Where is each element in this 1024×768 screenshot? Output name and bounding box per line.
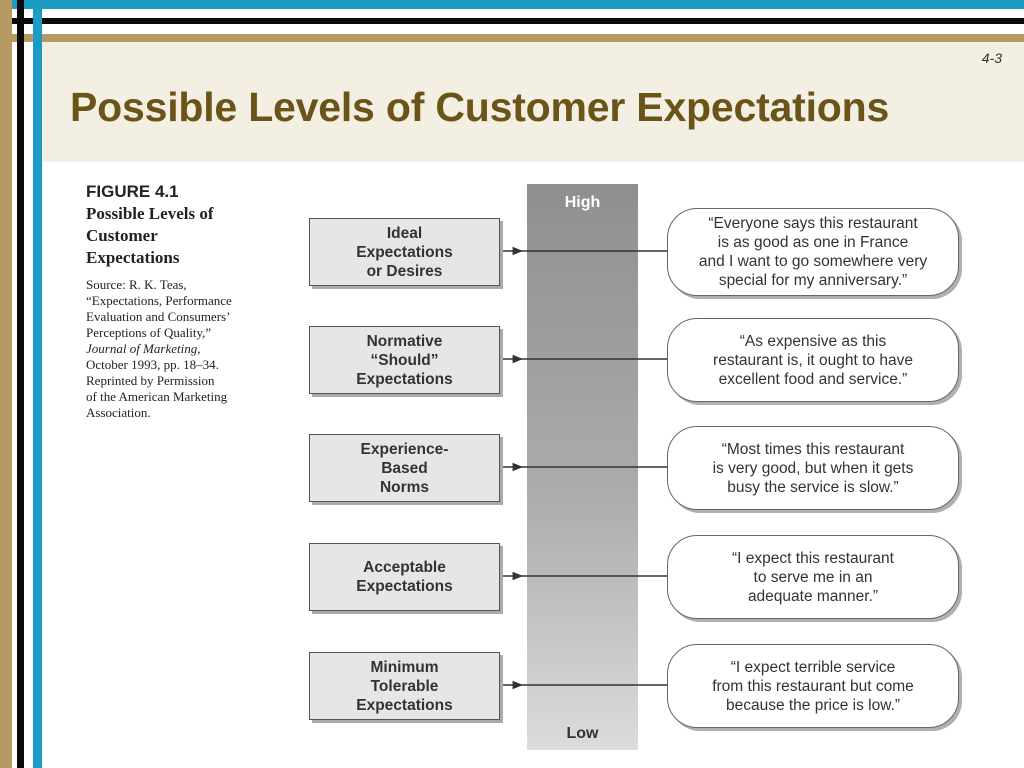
level-box-normative: Normative “Should” Expectations bbox=[309, 326, 500, 394]
scale-low-label: Low bbox=[566, 725, 599, 742]
frame-left-black-stripe bbox=[17, 0, 24, 768]
figure-label: FIGURE 4.1 bbox=[86, 182, 179, 201]
level-name-line: Minimum bbox=[370, 658, 439, 676]
expectation-scale-bar bbox=[527, 184, 638, 750]
quote-line: “I expect terrible service bbox=[730, 658, 896, 676]
quote-bubble-experience-based: “Most times this restaurant is very good… bbox=[667, 426, 959, 510]
quote-line: to serve me in an bbox=[753, 568, 873, 586]
figure-title-line: Expectations bbox=[86, 248, 180, 267]
figure-source-line: “Expectations, Performance bbox=[86, 293, 232, 308]
quote-line: “Most times this restaurant bbox=[721, 440, 905, 458]
level-name-line: Expectations bbox=[356, 696, 453, 714]
level-name-line: Tolerable bbox=[370, 677, 439, 695]
level-name-line: Expectations bbox=[356, 243, 453, 261]
figure-source: Source: R. K. Teas, “Expectations, Perfo… bbox=[86, 277, 286, 421]
figure-caption: FIGURE 4.1 Possible Levels of Customer E… bbox=[86, 182, 286, 421]
figure-title: Possible Levels of Customer Expectations bbox=[86, 203, 286, 269]
level-box-experience-based: Experience- Based Norms bbox=[309, 434, 500, 502]
quote-line: busy the service is slow.” bbox=[727, 478, 899, 496]
level-box-ideal: Ideal Expectations or Desires bbox=[309, 218, 500, 286]
level-name-line: or Desires bbox=[366, 262, 443, 280]
quote-line: excellent food and service.” bbox=[718, 370, 908, 388]
figure-source-line: Source: R. K. Teas, bbox=[86, 277, 187, 292]
quote-line: special for my anniversary.” bbox=[718, 272, 908, 289]
figure-source-journal: Journal of Marketing, bbox=[86, 341, 201, 356]
frame-top-blue-stripe bbox=[0, 0, 1024, 9]
frame-top-tan-stripe bbox=[0, 34, 1024, 42]
quote-line: “I expect this restaurant bbox=[732, 549, 894, 567]
level-name-line: Based bbox=[381, 459, 428, 477]
quote-line: and I want to go somewhere very bbox=[698, 253, 928, 270]
quote-line: is as good as one in France bbox=[717, 234, 909, 251]
level-box-acceptable: Acceptable Expectations bbox=[309, 543, 500, 611]
level-name-line: Experience- bbox=[360, 440, 449, 458]
frame-left-blue-stripe bbox=[33, 0, 42, 768]
figure-source-line: Reprinted by Permission bbox=[86, 373, 215, 388]
header-panel bbox=[42, 42, 1024, 162]
level-name-line: Acceptable bbox=[363, 559, 446, 576]
quote-bubble-minimum-tolerable: “I expect terrible service from this res… bbox=[667, 644, 959, 728]
quote-line: because the price is low.” bbox=[725, 696, 901, 714]
quote-line: adequate manner.” bbox=[747, 587, 879, 605]
level-name-line: Norms bbox=[379, 478, 430, 496]
quote-line: restaurant is, it ought to have bbox=[713, 351, 913, 369]
quote-line: is very good, but when it gets bbox=[712, 459, 914, 477]
figure-source-line: of the American Marketing bbox=[86, 389, 228, 404]
frame-left-tan-stripe bbox=[0, 0, 12, 768]
level-name-line: Expectations bbox=[356, 370, 453, 388]
quote-bubble-ideal: “Everyone says this restaurant is as goo… bbox=[667, 208, 959, 296]
level-name-line: Expectations bbox=[356, 578, 453, 595]
frame-top-black-stripe bbox=[0, 18, 1024, 24]
figure-source-line: Association. bbox=[86, 405, 151, 420]
quote-bubble-normative: “As expensive as this restaurant is, it … bbox=[667, 318, 959, 402]
figure-title-line: Possible Levels of bbox=[86, 204, 214, 223]
level-name-line: Normative bbox=[366, 332, 443, 350]
figure-title-line: Customer bbox=[86, 226, 158, 245]
figure-source-line: Perceptions of Quality,” bbox=[86, 325, 212, 340]
figure-source-line: Evaluation and Consumers’ bbox=[86, 309, 231, 324]
slide-number: 4-3 bbox=[981, 50, 1002, 66]
figure-source-line: October 1993, pp. 18–34. bbox=[86, 357, 219, 372]
quote-bubble-acceptable: “I expect this restaurant to serve me in… bbox=[667, 535, 959, 619]
slide-title: Possible Levels of Customer Expectations bbox=[70, 84, 890, 130]
quote-line: from this restaurant but come bbox=[712, 677, 914, 695]
quote-line: “As expensive as this bbox=[739, 332, 887, 350]
level-name-line: “Should” bbox=[370, 351, 439, 369]
level-name-line: Ideal bbox=[386, 224, 423, 242]
quote-line: “Everyone says this restaurant bbox=[708, 215, 918, 232]
level-box-minimum-tolerable: Minimum Tolerable Expectations bbox=[309, 652, 500, 720]
scale-high-label: High bbox=[564, 194, 601, 211]
